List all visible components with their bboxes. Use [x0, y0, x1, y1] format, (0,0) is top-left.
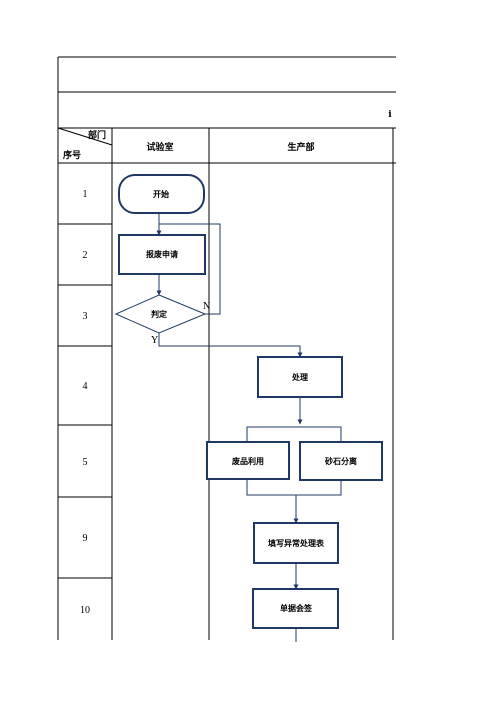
node-report: 报废申请 — [118, 234, 206, 275]
edge-label-no: N — [203, 301, 210, 312]
column-header-lab: 试验室 — [146, 141, 173, 153]
table-grid — [57, 56, 396, 640]
node-reuse: 废品利用 — [206, 441, 290, 480]
node-decision: 判定 — [114, 294, 207, 334]
node-separate-label: 砂石分离 — [324, 456, 357, 466]
node-sign: 单据会签 — [252, 588, 339, 629]
edge-decision-no-loop — [159, 223, 221, 315]
edge-split-bracket-bottom — [246, 479, 342, 496]
edge-label-yes: Y — [151, 335, 158, 346]
row-number-3: 3 — [83, 311, 88, 322]
node-report-label: 报废申请 — [146, 249, 178, 259]
dept-header-label: 部门 — [88, 129, 106, 141]
node-reuse-label: 废品利用 — [232, 456, 264, 466]
row-number-10: 10 — [80, 605, 90, 616]
node-decision-label: 判定 — [151, 309, 167, 319]
node-sign-label: 单据会签 — [280, 603, 313, 613]
node-form-label: 填写异常处理表 — [268, 538, 325, 548]
row-number-4: 4 — [83, 381, 88, 392]
node-form: 填写异常处理表 — [253, 522, 339, 564]
edge-split-bracket-top — [246, 426, 342, 442]
row-number-2: 2 — [83, 250, 88, 261]
node-process-label: 处理 — [291, 372, 308, 382]
edge-decision-yes-to-process — [158, 333, 303, 358]
node-process: 处理 — [257, 356, 343, 398]
row-number-5: 5 — [83, 457, 88, 468]
row-number-1: 1 — [83, 189, 88, 200]
node-start-label: 开始 — [153, 189, 169, 199]
row-number-9: 9 — [83, 533, 88, 544]
title-fragment: i — [388, 110, 392, 120]
seq-header-label: 序号 — [63, 149, 81, 161]
node-start: 开始 — [118, 174, 205, 214]
column-header-production: 生产部 — [287, 141, 314, 153]
connectors — [156, 213, 342, 642]
node-separate: 砂石分离 — [299, 441, 383, 481]
